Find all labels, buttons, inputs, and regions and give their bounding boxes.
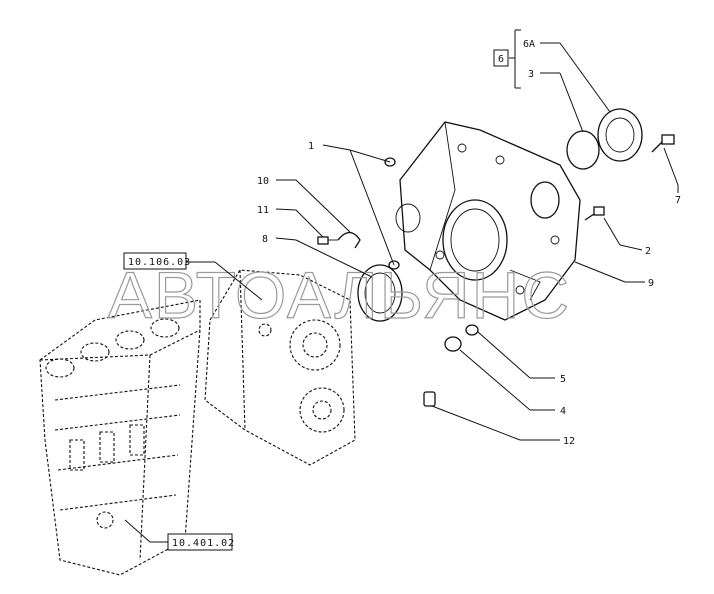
- callout-2: 2: [645, 246, 651, 257]
- cover-bolt: [651, 134, 675, 153]
- retaining-clip: [337, 231, 361, 249]
- o-ring: [566, 130, 600, 170]
- plug-seal: [465, 324, 479, 336]
- group-box: [493, 49, 509, 67]
- leader-lines: [124, 29, 679, 543]
- sensor-plug: [423, 391, 436, 407]
- callout-11: 11: [257, 205, 269, 216]
- plug: [444, 336, 462, 352]
- callout-4: 4: [560, 406, 566, 417]
- callout-1: 1: [308, 141, 314, 152]
- watermark: АВТОАЛЬЯНС: [108, 258, 571, 332]
- gear-housing: [204, 269, 356, 466]
- clip-screw: [317, 236, 338, 245]
- callout-8: 8: [262, 234, 268, 245]
- callout-9: 9: [648, 278, 654, 289]
- crankshaft-seal: [357, 264, 403, 322]
- callout-5: 5: [560, 374, 566, 385]
- housing-bolt: [584, 206, 605, 221]
- timing-cover: [395, 121, 581, 321]
- block-ref-label: 10.106.03: [128, 257, 191, 268]
- cover-plate: [597, 108, 643, 162]
- callout-3: 3: [528, 69, 534, 80]
- group-box-label: 6: [498, 54, 504, 65]
- callout-12: 12: [563, 436, 575, 447]
- block-ref-box: [123, 252, 187, 270]
- engine-ref-box: [167, 533, 233, 551]
- callout-10: 10: [257, 176, 269, 187]
- engine-ref-label: 10.401.02: [172, 538, 235, 549]
- callout-7: 7: [675, 195, 681, 206]
- callout-6a: 6A: [523, 39, 535, 50]
